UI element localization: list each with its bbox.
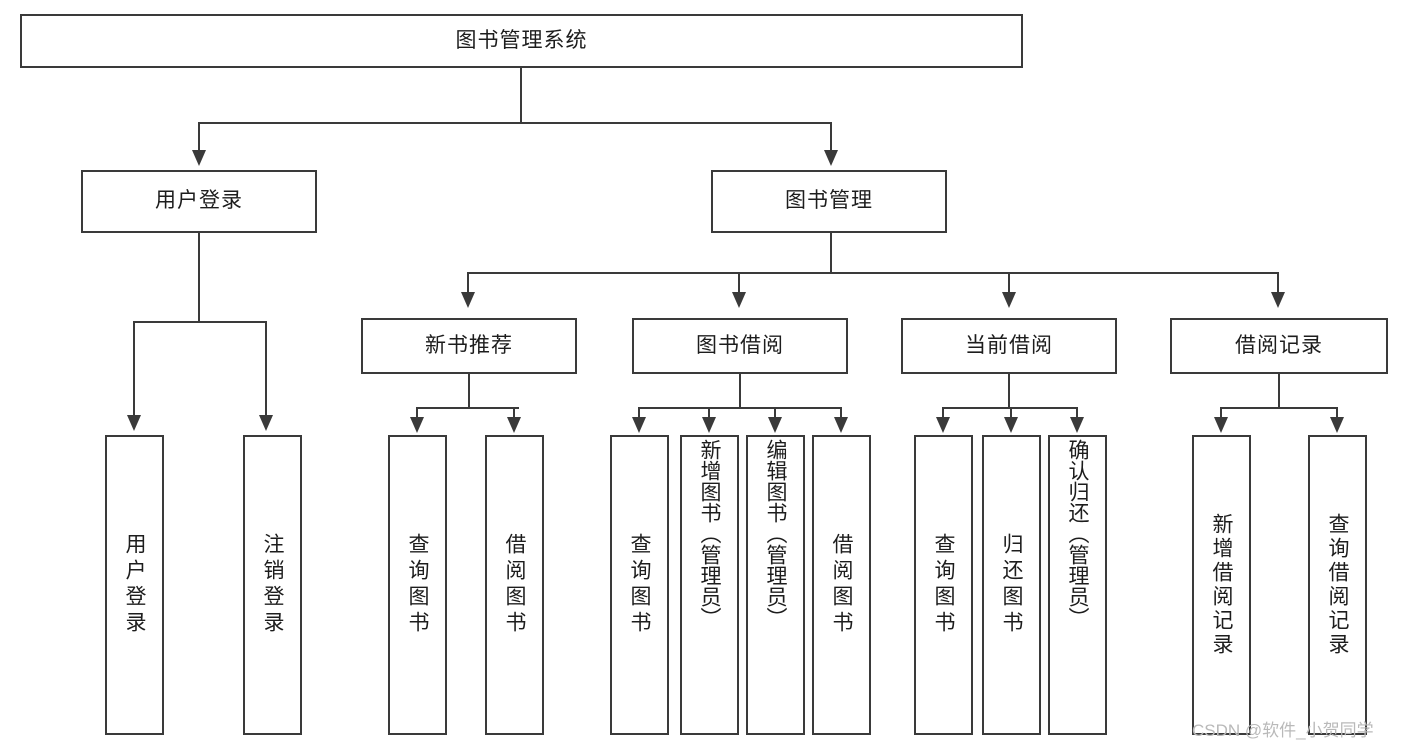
edge-new-book-stem (468, 374, 470, 408)
node-label: 注销登录 (261, 533, 284, 637)
node-label: 编辑图书（管理员） (764, 439, 787, 628)
node-label: 归还图书 (1000, 533, 1023, 637)
node-leaf-user-login[interactable]: 用户登录 (105, 435, 164, 735)
edge-book-borrow-drop-1 (638, 407, 640, 419)
edge-current-borrow-stem (1008, 374, 1010, 408)
node-label: 查询借阅记录 (1326, 513, 1349, 657)
arrow-to-leaf-add-book (702, 417, 716, 433)
edge-book-borrow-drop-2 (708, 407, 710, 419)
edge-book-borrow-drop-3 (774, 407, 776, 419)
node-leaf-query-book-1[interactable]: 查询图书 (388, 435, 447, 735)
arrow-to-book-borrow (732, 292, 746, 308)
arrow-to-leaf-borrow-book-1 (507, 417, 521, 433)
edge-book-manage-stem (830, 233, 832, 273)
edge-user-login-bus (133, 321, 267, 323)
node-borrow-record[interactable]: 借阅记录 (1170, 318, 1388, 374)
node-leaf-edit-book[interactable]: 编辑图书（管理员） (746, 435, 805, 735)
arrow-to-leaf-user-logout (259, 415, 273, 431)
arrow-to-new-book-recommend (461, 292, 475, 308)
arrow-to-book-manage (824, 150, 838, 166)
arrow-to-leaf-query-record (1330, 417, 1344, 433)
node-label: 新增图书（管理员） (698, 439, 721, 628)
node-leaf-query-record[interactable]: 查询借阅记录 (1308, 435, 1367, 735)
arrow-to-leaf-query-book-1 (410, 417, 424, 433)
edge-book-manage-drop-2 (738, 272, 740, 294)
node-label: 新书推荐 (425, 333, 513, 357)
node-label: 查询图书 (628, 533, 651, 637)
node-leaf-confirm-return[interactable]: 确认归还（管理员） (1048, 435, 1107, 735)
node-leaf-add-record[interactable]: 新增借阅记录 (1192, 435, 1251, 735)
node-current-borrow[interactable]: 当前借阅 (901, 318, 1117, 374)
node-root-system[interactable]: 图书管理系统 (20, 14, 1023, 68)
edge-current-borrow-drop-1 (942, 407, 944, 419)
arrow-to-user-login (192, 150, 206, 166)
edge-new-book-drop-2 (513, 407, 515, 419)
edge-root-to-book-manage (830, 122, 832, 152)
edge-current-borrow-drop-2 (1010, 407, 1012, 419)
arrow-to-leaf-query-book-2 (632, 417, 646, 433)
edge-book-manage-drop-4 (1277, 272, 1279, 294)
edge-book-manage-drop-3 (1008, 272, 1010, 294)
arrow-to-leaf-confirm-return (1070, 417, 1084, 433)
node-leaf-add-book[interactable]: 新增图书（管理员） (680, 435, 739, 735)
arrow-to-leaf-edit-book (768, 417, 782, 433)
node-leaf-borrow-book-2[interactable]: 借阅图书 (812, 435, 871, 735)
node-label: 图书借阅 (696, 333, 784, 357)
watermark: CSDN @软件_小贺同学 (1192, 721, 1374, 740)
node-label: 查询图书 (406, 533, 429, 637)
arrow-to-leaf-query-book-3 (936, 417, 950, 433)
edge-borrow-record-stem (1278, 374, 1280, 408)
edge-book-manage-bus (467, 272, 1278, 274)
edge-user-login-stem (198, 233, 200, 322)
edge-root-bus (198, 122, 832, 124)
edge-borrow-record-bus (1220, 407, 1337, 409)
arrow-to-current-borrow (1002, 292, 1016, 308)
node-label: 查询图书 (932, 533, 955, 637)
edge-borrow-record-drop-1 (1220, 407, 1222, 419)
node-user-login[interactable]: 用户登录 (81, 170, 317, 233)
arrow-to-leaf-borrow-book-2 (834, 417, 848, 433)
node-label: 图书管理 (785, 189, 873, 213)
edge-current-borrow-bus (942, 407, 1077, 409)
edge-current-borrow-drop-3 (1076, 407, 1078, 419)
node-book-manage[interactable]: 图书管理 (711, 170, 947, 233)
edge-new-book-bus (416, 407, 519, 409)
edge-book-borrow-stem (739, 374, 741, 408)
node-new-book-recommend[interactable]: 新书推荐 (361, 318, 577, 374)
arrow-to-leaf-return-book (1004, 417, 1018, 433)
arrow-to-borrow-record (1271, 292, 1285, 308)
edge-root-stem (520, 68, 522, 123)
node-label: 借阅图书 (503, 533, 526, 637)
node-label: 借阅图书 (830, 533, 853, 637)
arrow-to-leaf-add-record (1214, 417, 1228, 433)
node-label: 用户登录 (123, 533, 146, 637)
node-book-borrow[interactable]: 图书借阅 (632, 318, 848, 374)
node-label: 图书管理系统 (455, 28, 588, 52)
edge-user-login-drop-2 (265, 321, 267, 417)
node-leaf-return-book[interactable]: 归还图书 (982, 435, 1041, 735)
node-leaf-borrow-book-1[interactable]: 借阅图书 (485, 435, 544, 735)
node-label: 当前借阅 (965, 333, 1053, 357)
edge-book-borrow-bus (638, 407, 841, 409)
node-leaf-query-book-2[interactable]: 查询图书 (610, 435, 669, 735)
node-label: 用户登录 (155, 189, 243, 213)
edge-book-borrow-drop-4 (840, 407, 842, 419)
node-label: 借阅记录 (1235, 333, 1323, 357)
edge-borrow-record-drop-2 (1336, 407, 1338, 419)
node-label: 新增借阅记录 (1210, 513, 1233, 657)
arrow-to-leaf-user-login (127, 415, 141, 431)
node-leaf-user-logout[interactable]: 注销登录 (243, 435, 302, 735)
node-leaf-query-book-3[interactable]: 查询图书 (914, 435, 973, 735)
edge-new-book-drop-1 (416, 407, 418, 419)
edge-user-login-drop-1 (133, 321, 135, 417)
node-label: 确认归还（管理员） (1066, 439, 1089, 628)
edge-book-manage-drop-1 (467, 272, 469, 294)
edge-root-to-user-login (198, 122, 200, 152)
